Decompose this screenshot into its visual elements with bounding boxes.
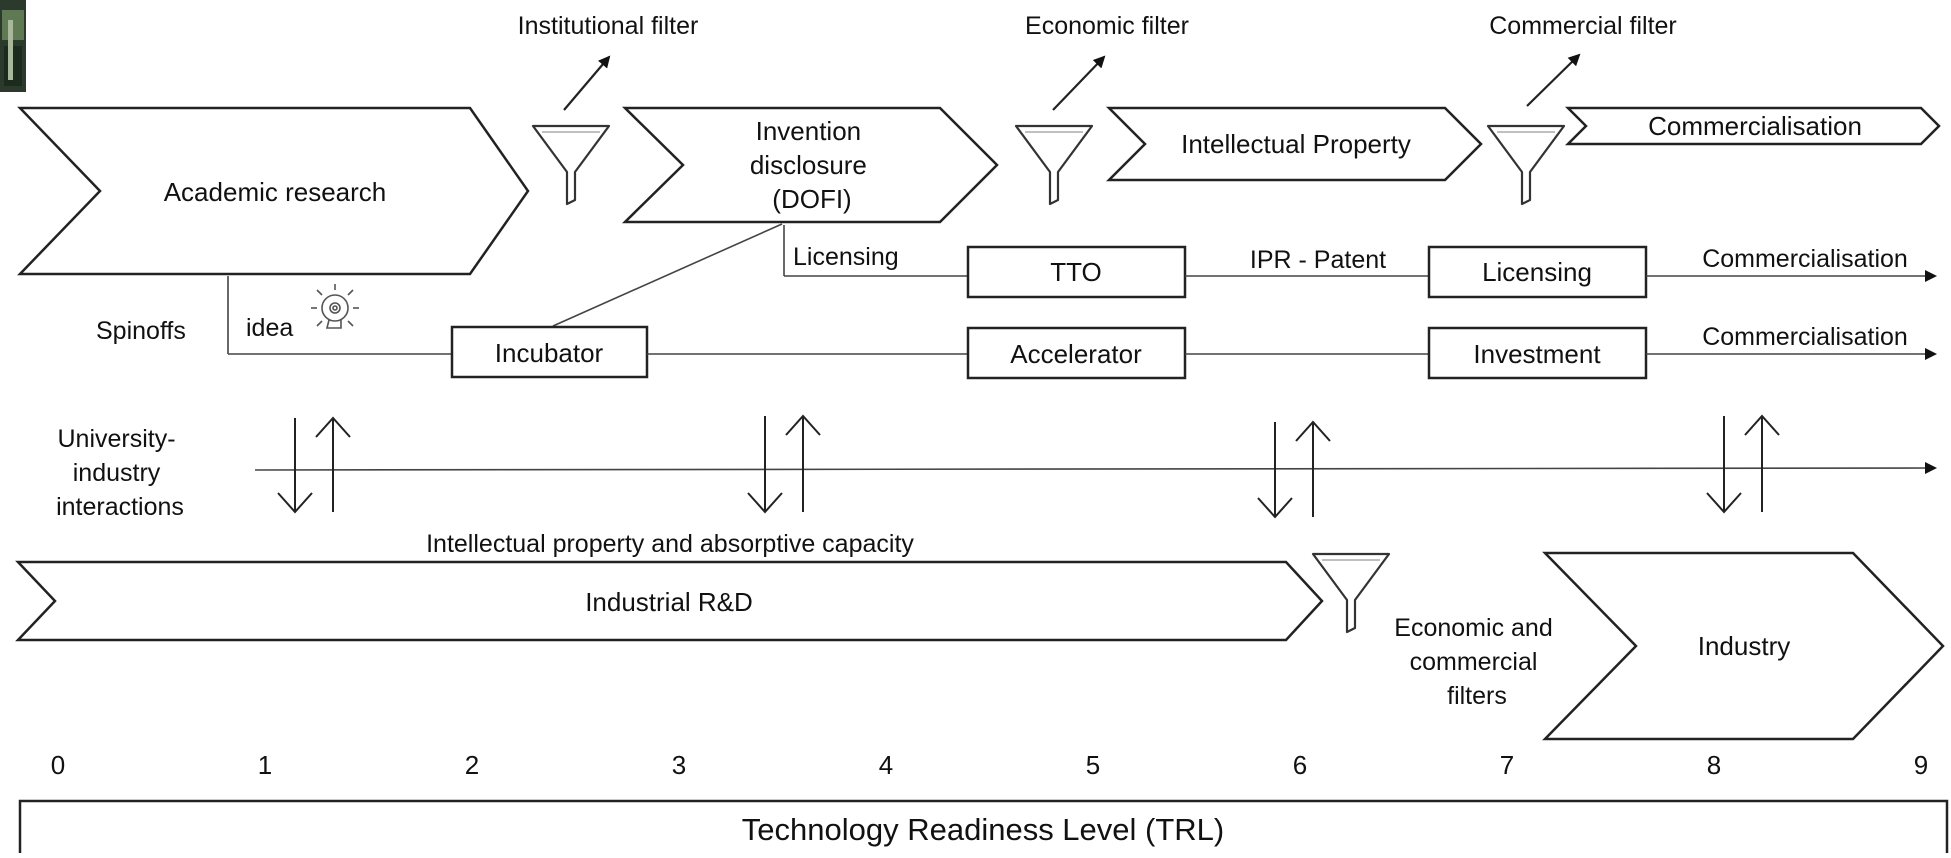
- tto-label: TTO: [1050, 257, 1102, 287]
- accelerator-box: [966, 326, 1187, 380]
- trl-tick-2: 2: [465, 750, 479, 780]
- trl-tick-1: 1: [258, 750, 272, 780]
- bidirectional-arrows: [277, 414, 1780, 519]
- spinoff-commercialisation-label: Commercialisation: [1702, 323, 1908, 351]
- industry-label: Industry: [1698, 631, 1791, 661]
- intellectual-property-arrow: [1105, 106, 1483, 182]
- spinoffs-label: Spinoffs: [96, 317, 186, 345]
- institutional-filter-label: Institutional filter: [518, 12, 699, 40]
- trl-tick-6: 6: [1293, 750, 1307, 780]
- funnel-icon: [1311, 552, 1391, 634]
- trl-tick-7: 7: [1500, 750, 1514, 780]
- invention-disclosure-label: Invention disclosure (DOFI): [750, 116, 874, 214]
- photo-thumbnail-icon: [0, 0, 26, 92]
- funnel-icon: [531, 124, 611, 206]
- licensing-commercialisation-label: Commercialisation: [1702, 245, 1908, 273]
- academic-research-arrow: [17, 106, 530, 276]
- economic-filter-label: Economic filter: [1025, 12, 1189, 40]
- trl-tick-5: 5: [1086, 750, 1100, 780]
- tto-box: [966, 245, 1187, 299]
- ip-absorptive-capacity-label: Intellectual property and absorptive cap…: [426, 530, 914, 558]
- industry-arrow: [1542, 551, 1945, 741]
- trl-tick-3: 3: [672, 750, 686, 780]
- commercialisation-top-label: Commercialisation: [1648, 111, 1862, 141]
- trl-tick-9: 9: [1914, 750, 1928, 780]
- industrial-rnd-arrow: [15, 560, 1324, 642]
- investment-box: [1427, 326, 1648, 380]
- trl-tick-8: 8: [1707, 750, 1721, 780]
- funnel-icon: [1486, 124, 1566, 206]
- invention-to-incubator-line: [552, 223, 783, 327]
- academic-research-label: Academic research: [164, 177, 387, 207]
- commercial-filter-label: Commercial filter: [1489, 12, 1677, 40]
- invention-disclosure-arrow: [621, 106, 999, 224]
- trl-box: [18, 799, 1949, 858]
- trl-title: Technology Readiness Level (TRL): [742, 812, 1224, 847]
- incubator-box: [450, 325, 649, 379]
- economic-filter-arrow: [1052, 55, 1106, 111]
- licensing-box: [1427, 245, 1648, 299]
- university-industry-interactions-label: University- industry interactions: [56, 425, 184, 521]
- incubator-label: Incubator: [495, 338, 604, 368]
- commercial-filter-arrow: [1526, 53, 1581, 107]
- trl-tick-0: 0: [51, 750, 65, 780]
- interactions-timeline-arrow: [254, 462, 1937, 475]
- lightbulb-icon: [311, 284, 359, 329]
- industrial-rnd-label: Industrial R&D: [585, 587, 753, 617]
- commercialisation-top-arrow: [1564, 106, 1941, 146]
- accelerator-label: Accelerator: [1010, 339, 1142, 369]
- investment-label: Investment: [1473, 339, 1601, 369]
- funnel-icon: [1014, 124, 1094, 206]
- institutional-filter-arrow: [563, 55, 611, 111]
- ipr-patent-label: IPR - Patent: [1250, 246, 1386, 274]
- intellectual-property-label: Intellectual Property: [1181, 129, 1411, 159]
- economic-commercial-filters-label: Economic and commercial filters: [1394, 614, 1559, 710]
- trl-tick-4: 4: [879, 750, 893, 780]
- licensing-box-label: Licensing: [1482, 257, 1592, 287]
- licensing-path-label: Licensing: [793, 243, 899, 271]
- idea-label: idea: [246, 314, 293, 342]
- trl-tick-labels: 0 1 2 3 4 5 6 7 8 9: [51, 750, 1928, 780]
